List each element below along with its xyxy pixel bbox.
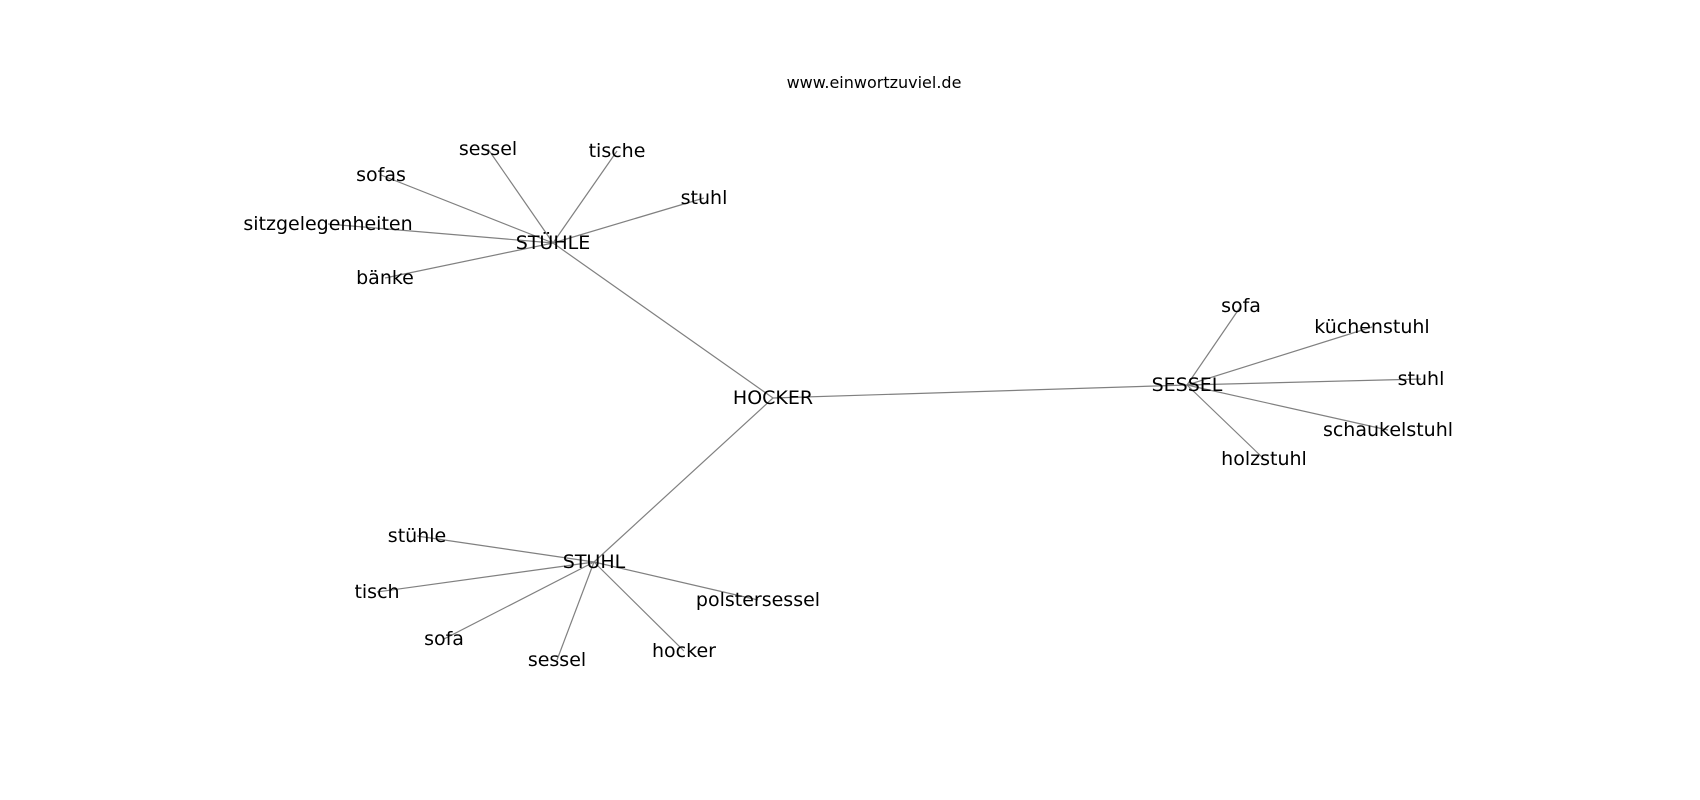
node-sessel-kuechenstuhl: küchenstuhl xyxy=(1314,316,1429,338)
node-cluster-sessel: SESSEL xyxy=(1152,374,1223,396)
edge-stuhl-sessel xyxy=(556,561,595,661)
node-sessel-stuhl: stuhl xyxy=(1398,368,1445,390)
node-stuhl-stuehle: stühle xyxy=(388,525,446,547)
node-stuhl-hocker: hocker xyxy=(652,640,716,662)
node-stuehle-stuhl: stuhl xyxy=(681,187,728,209)
node-stuehle-sitzgelegenheiten: sitzgelegenheiten xyxy=(243,213,412,235)
edge-stuehle-tische xyxy=(552,150,618,244)
node-stuehle-tische: tische xyxy=(589,140,646,162)
edge-sessel-holzstuhl xyxy=(1186,384,1265,460)
watermark: www.einwortzuviel.de xyxy=(787,73,962,92)
edge-stuehle-sitzgelegenheiten xyxy=(327,223,554,244)
node-cluster-stuehle: STÜHLE xyxy=(516,231,590,254)
edge-stuhl-sofa xyxy=(443,561,595,640)
node-sessel-schaukelstuhl: schaukelstuhl xyxy=(1323,419,1453,441)
node-stuhl-sessel: sessel xyxy=(528,649,586,671)
node-stuehle-sessel: sessel xyxy=(459,138,517,160)
edge-stuhl-polstersessel xyxy=(593,561,759,601)
edge-stuehle-baenke xyxy=(384,242,554,279)
node-stuehle-baenke: bänke xyxy=(356,267,414,289)
edge-stuhl-hocker xyxy=(593,561,685,652)
edge-sessel-stuhl xyxy=(1186,378,1422,386)
node-root: HOCKER xyxy=(733,387,813,409)
node-sessel-sofa: sofa xyxy=(1221,295,1261,317)
node-cluster-stuhl: STUHL xyxy=(563,551,626,573)
node-stuhl-tisch: tisch xyxy=(354,581,399,603)
edge-sessel-schaukelstuhl xyxy=(1186,384,1389,431)
edge-root-stuehle xyxy=(552,242,774,399)
edge-stuhl-stuehle xyxy=(416,535,595,563)
node-sessel-holzstuhl: holzstuhl xyxy=(1221,448,1307,470)
node-stuehle-sofas: sofas xyxy=(356,164,406,186)
edge-sessel-kuechenstuhl xyxy=(1186,326,1373,386)
graph-labels: HOCKER STÜHLE sessel tische sofas stuhl sitzge… xyxy=(243,138,1453,671)
edge-root-stuhl xyxy=(593,397,774,563)
edge-sessel-sofa xyxy=(1186,305,1242,386)
edge-stuehle-sofas xyxy=(380,174,554,244)
edge-stuehle-stuhl xyxy=(552,197,705,244)
edge-root-sessel xyxy=(772,384,1188,399)
edge-stuhl-tisch xyxy=(376,561,595,593)
node-stuhl-sofa: sofa xyxy=(424,628,464,650)
node-stuhl-polstersessel: polstersessel xyxy=(696,589,820,611)
edge-stuehle-sessel xyxy=(487,148,554,244)
graph-edges xyxy=(327,148,1422,661)
